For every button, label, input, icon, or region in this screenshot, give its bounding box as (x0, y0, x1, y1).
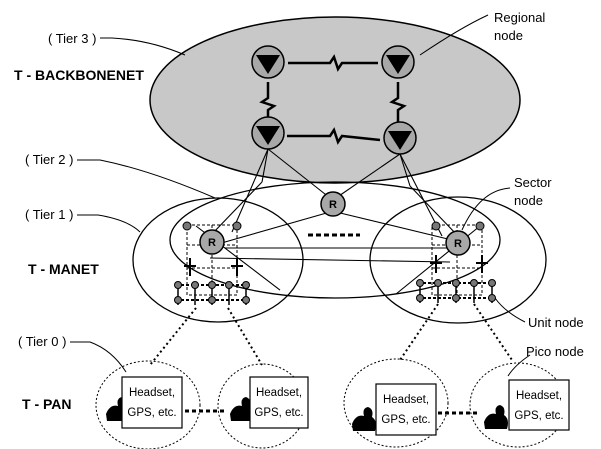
regional-node-4 (383, 121, 417, 155)
pan-group-2 (217, 363, 309, 449)
tier2-router-node: R (320, 191, 346, 217)
regional-node-2 (381, 45, 415, 79)
router-label: R (208, 237, 216, 249)
pan-box-4-line2: GPS, etc. (514, 410, 563, 422)
pan-label: T - PAN (22, 396, 72, 412)
pan-box-1-line1: Headset, (129, 387, 175, 399)
pan-box-2-line2: GPS, etc. (254, 407, 303, 419)
pan-group-3 (343, 358, 449, 448)
pan-box-2-line1: Headset, (256, 387, 302, 399)
pan-box-3-line2: GPS, etc. (381, 414, 430, 426)
regional-node-1 (251, 45, 285, 79)
pico-node-label: Pico node (526, 344, 584, 359)
pan-box-4-line1: Headset, (516, 390, 562, 402)
router-label: R (329, 199, 337, 211)
sector-node-label-2: node (514, 193, 543, 208)
tier2-ellipse (169, 181, 501, 299)
manet-ellipse-left (132, 197, 304, 323)
tier1-label: ( Tier 1 ) (25, 207, 73, 222)
sector-router-right: R (445, 230, 471, 256)
sector-router-left: R (199, 229, 225, 255)
pan-group-1 (95, 360, 201, 449)
router-label: R (454, 238, 462, 250)
tier2-label: ( Tier 2 ) (25, 152, 73, 167)
regional-node-label-1: Regional (494, 10, 545, 25)
tier3-label: ( Tier 3 ) (48, 31, 96, 46)
regional-node-label-2: node (494, 28, 523, 43)
pan-box-1-line2: GPS, etc. (127, 407, 176, 419)
manet-label: T - MANET (28, 261, 99, 277)
pan-dotted-links (149, 303, 513, 366)
manet-ellipse-right (369, 196, 547, 324)
sector-node-label-1: Sector (514, 175, 552, 190)
manet-cluster-left (174, 221, 250, 305)
unit-node-label: Unit node (528, 315, 584, 330)
pan-group-4 (469, 362, 570, 448)
backbone-links (259, 54, 407, 145)
regional-node-3 (251, 116, 285, 150)
pan-box-3-line1: Headset, (383, 394, 429, 406)
backbone-ellipse (149, 16, 521, 184)
tier0-label: ( Tier 0 ) (18, 334, 66, 349)
backbone-label: T - BACKBONENET (14, 67, 144, 83)
callout-leaders (70, 14, 531, 377)
